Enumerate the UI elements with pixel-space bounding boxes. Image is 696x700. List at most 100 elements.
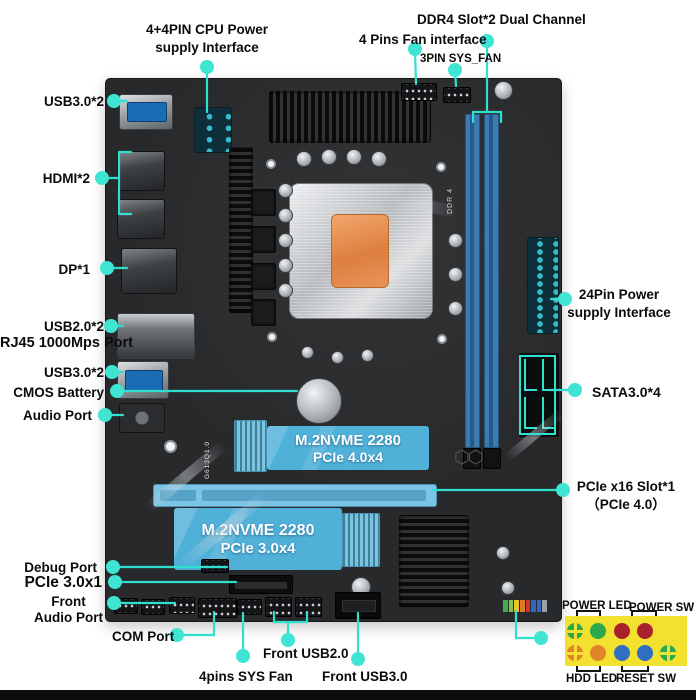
ddr4-latch: [483, 448, 501, 469]
capacitor: [501, 581, 515, 595]
label-fan3: 3PIN SYS_FAN: [420, 53, 502, 65]
label-reset-sw: RESET SW: [616, 673, 677, 685]
capacitor: [278, 258, 293, 273]
usb3-mid-port: [117, 361, 169, 399]
label-cpu-power: 4+4PIN CPU Power supply Interface: [146, 22, 268, 56]
hdmi-port-1: [117, 151, 165, 191]
label-usb30-mid: USB3.0*2: [43, 365, 104, 380]
label-24pin: 24Pin Power supply Interface: [567, 287, 671, 321]
capacitor: [494, 81, 513, 100]
capacitor: [278, 183, 293, 198]
pin: [525, 600, 531, 612]
capacitor: [278, 233, 293, 248]
capacitor: [278, 283, 293, 298]
usb3-rear-port: [119, 94, 173, 130]
vrm-choke: [251, 299, 276, 326]
spare-plus-pin: [660, 645, 676, 661]
front-panel-header: [114, 598, 138, 614]
m2-connector-top: [234, 420, 267, 472]
pin: [542, 600, 547, 612]
pin: [508, 600, 514, 612]
label-power-led: POWER LED: [562, 600, 632, 612]
front-usb2-header-2: [295, 597, 322, 617]
sata-port: [524, 397, 537, 429]
front-audio-header: [169, 597, 195, 614]
pin: [519, 600, 525, 612]
front-usb3-header: [335, 592, 381, 619]
pcie-x16-slot: [153, 484, 437, 507]
cmos-battery: [296, 378, 342, 424]
capacitor: [301, 346, 314, 359]
label-debug: Debug Port: [24, 560, 97, 575]
audio-port: [119, 403, 165, 433]
sys-fan-header: [237, 599, 262, 615]
jumper-header: [141, 599, 165, 615]
m2-top-line2: PCIe 4.0x4: [312, 448, 384, 465]
m2-slot-top-highlight: M.2NVME 2280 PCIe 4.0x4: [267, 426, 429, 470]
sata-port: [542, 359, 555, 391]
hdd-led-pin: [590, 645, 606, 661]
capacitor: [346, 149, 362, 165]
label-audio: Audio Port: [23, 408, 92, 423]
mount-hole: [436, 162, 446, 172]
mount-hole: [266, 159, 276, 169]
capacitor: [371, 151, 387, 167]
power-led-plus-pin: [567, 623, 583, 639]
front-panel-pins: [503, 600, 547, 612]
mount-hole: [437, 334, 447, 344]
label-hdmi: HDMI*2: [42, 171, 90, 186]
power-led-pin: [590, 623, 606, 639]
front-panel-legend-box: [565, 616, 687, 666]
capacitor: [278, 208, 293, 223]
label-ddr4: DDR4 Slot*2 Dual Channel: [417, 12, 586, 27]
mount-hole: [267, 332, 277, 342]
pin: [514, 600, 519, 612]
fan-header-3pin: [443, 87, 471, 103]
usb3-blue-tongue: [125, 369, 163, 391]
pcie-x1-slot: [229, 575, 293, 594]
label-front-usb2: Front USB2.0: [263, 646, 349, 661]
fan-header-4pin: [401, 83, 437, 101]
front-usb2-header-1: [265, 597, 292, 617]
label-sys-fan: 4pins SYS Fan: [199, 669, 293, 684]
ddr4-latch: [463, 448, 481, 469]
vrm-choke: [251, 226, 276, 253]
hdmi-port-2: [117, 199, 165, 239]
m2-connector-bottom: [342, 513, 380, 567]
label-dp: DP*1: [58, 262, 90, 277]
capacitor: [496, 546, 510, 560]
reset-sw-pin: [614, 645, 630, 661]
dp-port: [121, 248, 177, 294]
com-port-header: [198, 598, 237, 618]
capacitor: [361, 349, 374, 362]
mount-hole: [164, 440, 177, 453]
chipset-heatsink: [399, 515, 469, 607]
m2-top-line1: M.2NVME 2280: [295, 431, 401, 449]
pin: [503, 600, 508, 612]
pcie-x16-front-groove: [160, 490, 196, 501]
vrm-heatsink-left: [229, 147, 253, 313]
sata-port: [524, 359, 537, 391]
pcie-x1-groove: [235, 582, 287, 589]
pin: [531, 600, 536, 612]
label-rj45: RJ45 1000Mps Port: [0, 335, 133, 351]
m2-bottom-line2: PCIe 3.0x4: [220, 539, 296, 557]
label-power-sw: POWER SW: [629, 602, 695, 614]
label-usb20: USB2.0*2: [43, 319, 104, 334]
usb2-rj45-stack: [117, 313, 195, 359]
label-pcie-x16: PCIe x16 Slot*1 （PCIe 4.0）: [576, 479, 676, 513]
pin: [536, 600, 542, 612]
capacitor: [321, 149, 337, 165]
capacitor: [448, 233, 463, 248]
label-usb30-rear: USB3.0*2: [43, 94, 104, 109]
power-sw-pin: [614, 623, 630, 639]
motherboard: DDR 4 M.2NVME 2280 PCIe 4.0x4 M.2NVME 22…: [105, 78, 565, 622]
m2-bottom-line1: M.2NVME 2280: [201, 521, 315, 539]
label-fan4: 4 Pins Fan interface: [359, 32, 487, 47]
capacitor: [448, 301, 463, 316]
label-com: COM Port: [112, 629, 175, 644]
vrm-choke: [251, 189, 276, 216]
label-hdd-led: HDD LED: [566, 673, 618, 685]
power-sw-pin: [637, 623, 653, 639]
